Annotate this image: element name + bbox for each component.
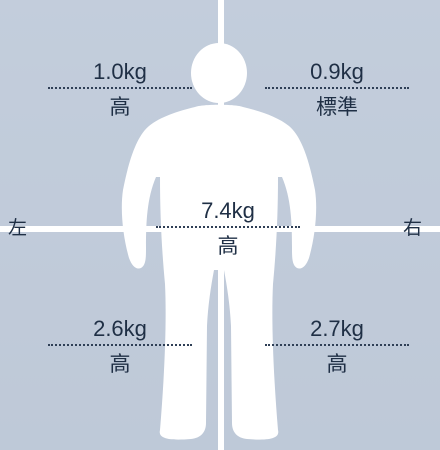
trunk-metric: 7.4kg 高 (148, 198, 308, 258)
left-leg-dotted-line (48, 344, 192, 346)
left-leg-rating: 高 (40, 352, 200, 376)
right-leg-value: 2.7kg (257, 316, 417, 342)
left-arm-rating: 高 (40, 95, 200, 119)
left-arm-dotted-line (48, 87, 192, 89)
left-leg-value: 2.6kg (40, 316, 200, 342)
right-arm-metric: 0.9kg 標準 (257, 59, 417, 119)
left-leg-metric: 2.6kg 高 (40, 316, 200, 376)
right-leg-metric: 2.7kg 高 (257, 316, 417, 376)
right-leg-dotted-line (265, 344, 409, 346)
right-side-label: 右 (403, 216, 422, 240)
left-side-label: 左 (8, 216, 27, 240)
trunk-value: 7.4kg (148, 198, 308, 224)
right-arm-value: 0.9kg (257, 59, 417, 85)
right-arm-dotted-line (265, 87, 409, 89)
left-arm-value: 1.0kg (40, 59, 200, 85)
trunk-rating: 高 (148, 234, 308, 258)
right-leg-rating: 高 (257, 352, 417, 376)
left-arm-metric: 1.0kg 高 (40, 59, 200, 119)
right-arm-rating: 標準 (257, 95, 417, 119)
trunk-dotted-line (156, 226, 300, 228)
